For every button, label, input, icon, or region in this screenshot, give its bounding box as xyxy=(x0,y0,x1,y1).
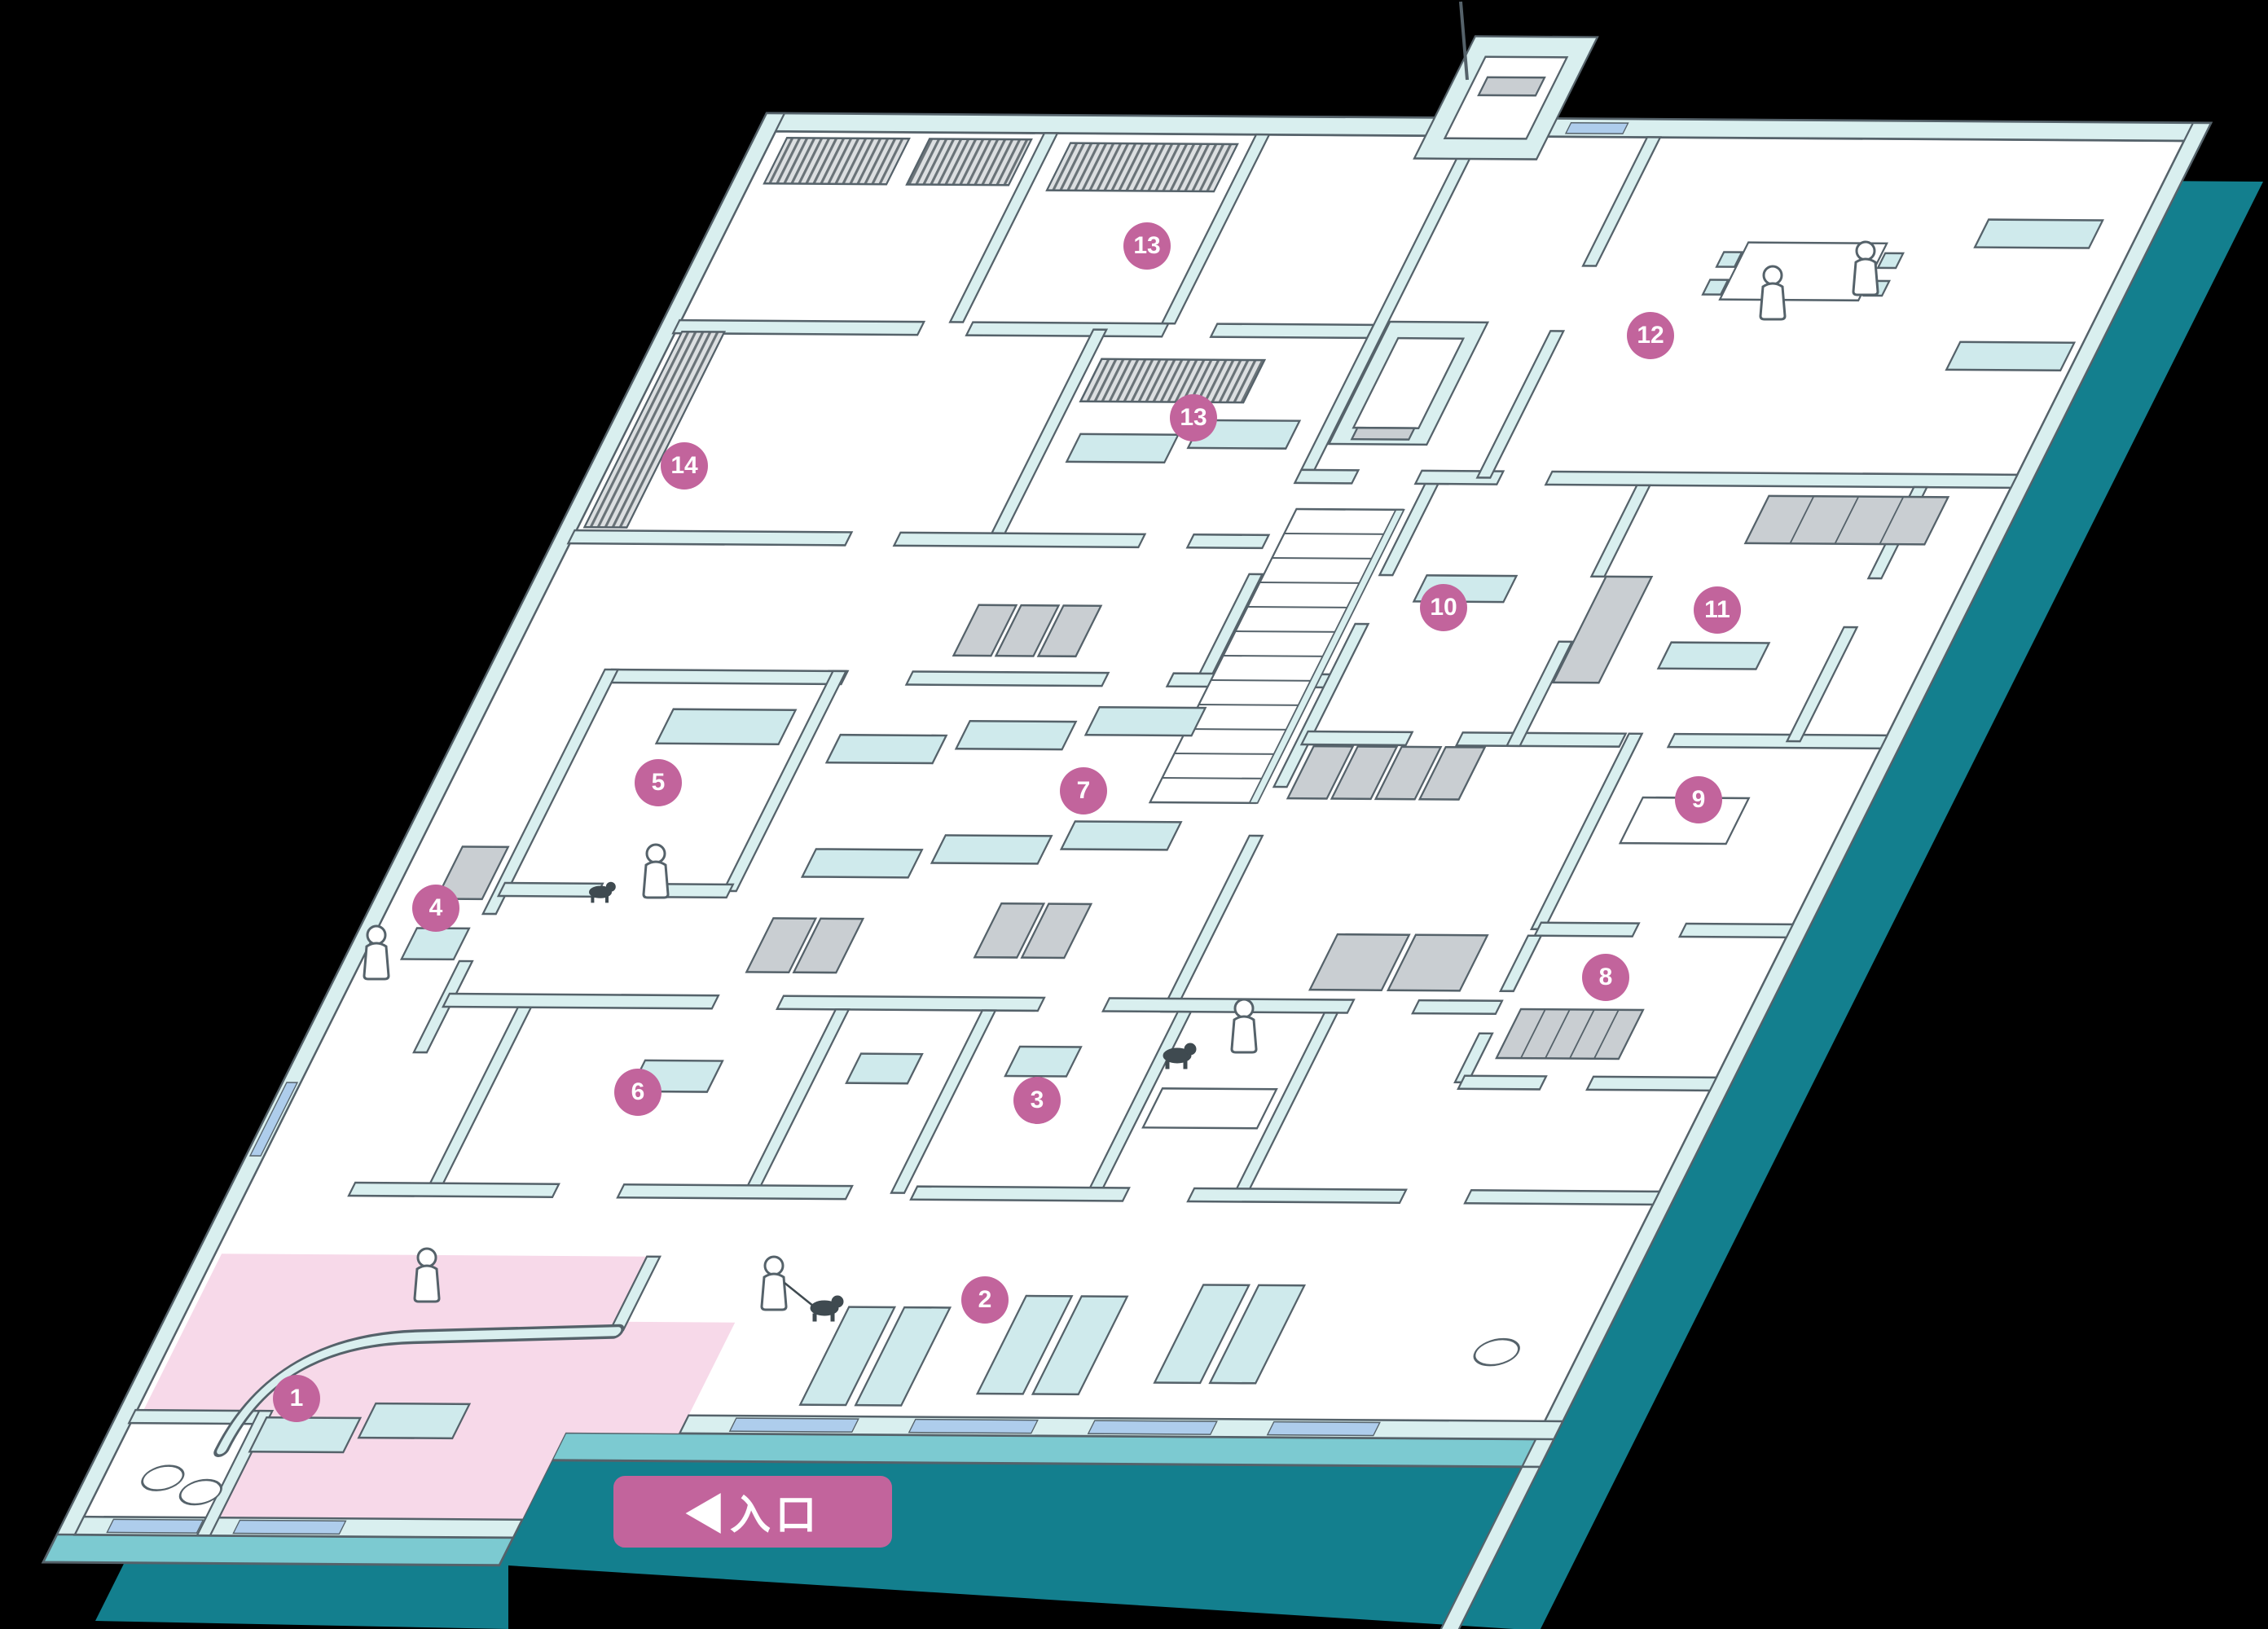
dog-figure xyxy=(810,1295,844,1322)
figures xyxy=(363,240,1879,1322)
marker-8: 8 xyxy=(1582,954,1629,1001)
roof-tower xyxy=(1413,35,1599,160)
marker-3: 3 xyxy=(1013,1077,1061,1124)
person-figure xyxy=(1852,240,1879,296)
marker-9: 9 xyxy=(1675,776,1722,823)
marker-6: 6 xyxy=(614,1069,662,1116)
walls xyxy=(55,112,2213,1629)
marker-2: 2 xyxy=(961,1276,1009,1324)
elevator xyxy=(1327,320,1490,446)
person-figure xyxy=(363,924,390,981)
marker-4: 4 xyxy=(412,885,459,932)
person-figure xyxy=(760,1255,788,1311)
marker-13: 13 xyxy=(1170,394,1217,441)
entrance-floor-area xyxy=(143,1254,736,1520)
windows xyxy=(106,121,1629,1535)
person-figure xyxy=(1759,265,1787,321)
marker-12: 12 xyxy=(1627,312,1674,359)
dog-figure xyxy=(1163,1043,1197,1069)
furniture xyxy=(248,218,2104,1454)
person-figure xyxy=(642,843,670,899)
building xyxy=(41,35,2213,1629)
marker-14: 14 xyxy=(661,442,708,490)
marker-13: 13 xyxy=(1123,222,1171,270)
equipment xyxy=(141,494,1950,1506)
marker-7: 7 xyxy=(1060,767,1107,814)
antenna xyxy=(1459,1,1469,81)
dog-figure xyxy=(588,881,616,903)
person-figure xyxy=(1230,998,1258,1054)
marker-5: 5 xyxy=(635,759,682,806)
person-figure xyxy=(413,1247,441,1303)
kennel-cage-walls xyxy=(582,137,1267,529)
marker-1: 1 xyxy=(273,1375,320,1422)
entrance-badge: ◀入口 xyxy=(613,1476,892,1548)
marker-11: 11 xyxy=(1694,586,1741,634)
marker-10: 10 xyxy=(1420,584,1467,631)
staircase xyxy=(1148,507,1405,805)
